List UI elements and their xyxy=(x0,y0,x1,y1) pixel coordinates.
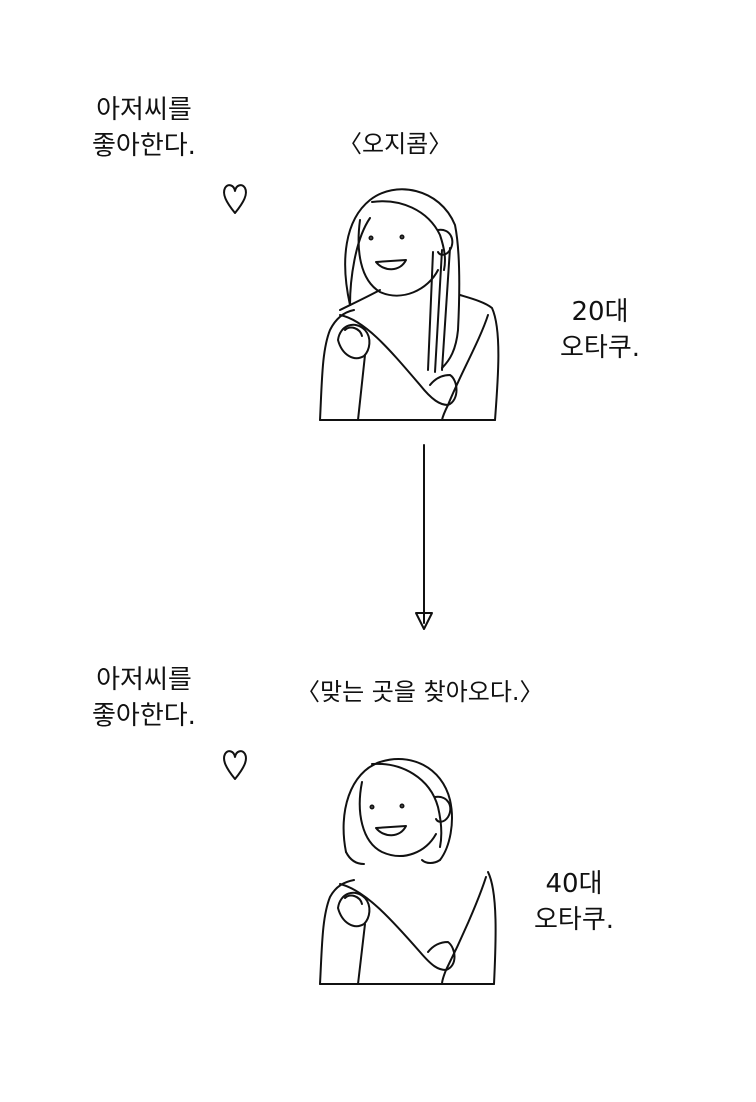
heart-icon xyxy=(223,750,247,780)
bottom-title: 〈맞는 곳을 찾아오다.〉 xyxy=(296,678,544,706)
heart-icon xyxy=(223,184,247,214)
top-right-caption: 20대 오타쿠. xyxy=(560,297,641,363)
bottom-left-caption: 아저씨를 좋아한다. xyxy=(92,665,196,731)
bottom-right-caption: 40대 오타쿠. xyxy=(534,869,615,935)
top-figure-illustration xyxy=(319,188,500,421)
down-arrow-icon xyxy=(415,444,433,630)
bottom-figure-illustration xyxy=(319,757,497,985)
top-left-caption: 아저씨를 좋아한다. xyxy=(92,95,196,161)
top-title: 〈오지콤〉 xyxy=(338,130,453,158)
